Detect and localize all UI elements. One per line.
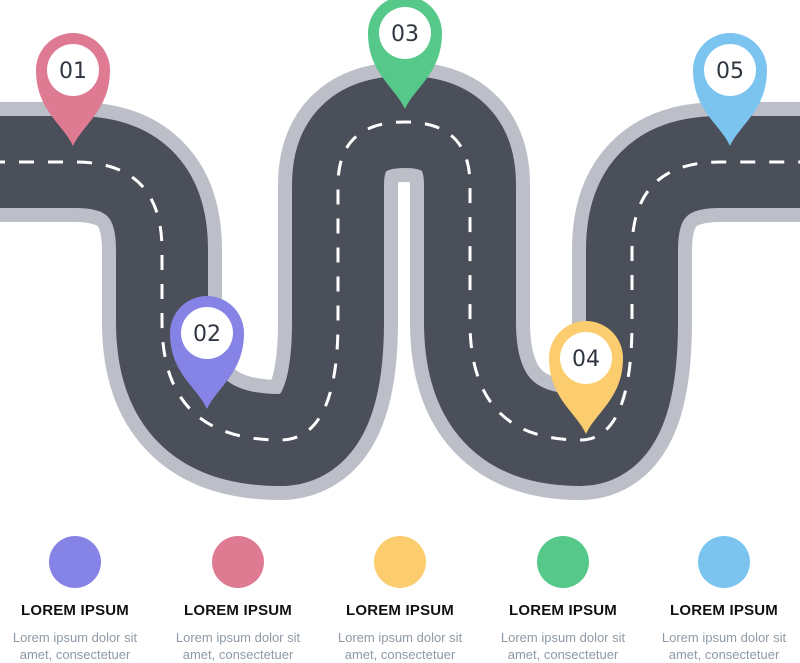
legend-text-4: Lorem ipsum dolor sit amet, consectetuer	[500, 630, 626, 662]
pin-02-marker: 02	[170, 296, 244, 409]
pin-01-marker: 01	[36, 33, 110, 146]
legend: LOREM IPSUM Lorem ipsum dolor sit amet, …	[0, 532, 800, 663]
legend-text-5: Lorem ipsum dolor sit amet, consectetuer	[661, 630, 787, 662]
legend-title-2: LOREM IPSUM	[183, 602, 293, 619]
pin-03-label: 03	[391, 22, 419, 47]
legend-text-3: Lorem ipsum dolor sit amet, consectetuer	[337, 630, 463, 662]
pin-04-marker: 04	[549, 321, 623, 434]
pin-04-label: 04	[572, 347, 600, 372]
legend-dot-2	[212, 536, 264, 588]
legend-title-3: LOREM IPSUM	[345, 602, 455, 619]
legend-item-1: LOREM IPSUM Lorem ipsum dolor sit amet, …	[0, 532, 150, 663]
legend-dot-1	[49, 536, 101, 588]
legend-dot-5	[698, 536, 750, 588]
legend-item-3: LOREM IPSUM Lorem ipsum dolor sit amet, …	[325, 532, 475, 663]
legend-title-4: LOREM IPSUM	[508, 602, 618, 619]
legend-text-2: Lorem ipsum dolor sit amet, consectetuer	[175, 630, 301, 662]
legend-text-1: Lorem ipsum dolor sit amet, consectetuer	[12, 630, 138, 662]
pin-01-label: 01	[59, 59, 87, 84]
pin-05-marker: 05	[693, 33, 767, 146]
legend-item-5: LOREM IPSUM Lorem ipsum dolor sit amet, …	[649, 532, 799, 663]
pin-05-label: 05	[716, 59, 744, 84]
winding-road-diagram: 01 02 03 04 05	[0, 0, 800, 500]
legend-item-2: LOREM IPSUM Lorem ipsum dolor sit amet, …	[163, 532, 313, 663]
legend-item-4: LOREM IPSUM Lorem ipsum dolor sit amet, …	[488, 532, 638, 663]
legend-title-1: LOREM IPSUM	[20, 602, 130, 619]
legend-dot-4	[537, 536, 589, 588]
road-center-dashes	[0, 120, 800, 442]
pin-03-marker: 03	[368, 0, 442, 109]
pin-02-label: 02	[193, 322, 221, 347]
legend-dot-3	[374, 536, 426, 588]
legend-title-5: LOREM IPSUM	[669, 602, 779, 619]
